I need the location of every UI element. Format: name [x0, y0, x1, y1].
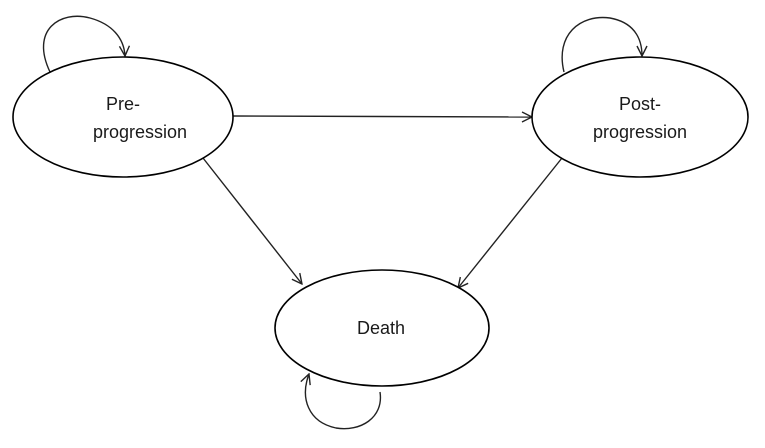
state-pre-progression-label-line1: Pre- [106, 94, 140, 114]
state-post-progression-label-line1: Post- [619, 94, 661, 114]
arrow-post-progression-self-loop [561, 16, 642, 73]
arrow-post-progression-to-death [458, 157, 563, 288]
state-pre-progression: Pre- progression [12, 56, 234, 178]
state-death: Death [274, 269, 490, 387]
state-post-progression: Post- progression [531, 56, 749, 178]
arrow-death-self-loop [305, 374, 382, 430]
state-post-progression-label-line2: progression [593, 122, 687, 142]
state-death-label: Death [357, 318, 405, 338]
arrow-pre-progression-self-loop [43, 15, 125, 73]
arrow-pre-to-post-progression [231, 116, 532, 117]
arrow-pre-progression-to-death [202, 157, 302, 284]
state-pre-progression-label-line2: progression [93, 122, 187, 142]
